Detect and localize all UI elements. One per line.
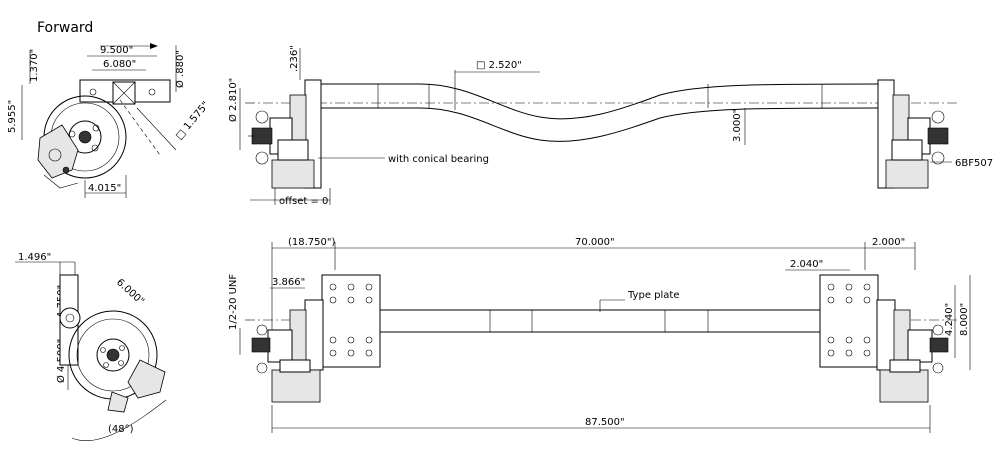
side-view-top: Forward 9.500" 6.080" Ø .880" 1.370" 5.9… bbox=[7, 20, 212, 198]
dim-4240: 4.240" bbox=[944, 303, 955, 336]
dim-2520: □ 2.520" bbox=[476, 60, 522, 71]
dim-87500: 87.500" bbox=[585, 417, 625, 428]
dim-3866: 3.866" bbox=[272, 277, 305, 288]
dim-2040: 2.040" bbox=[790, 259, 823, 270]
typeplate-label: Type plate bbox=[627, 290, 679, 301]
dim-2810: Ø 2.810" bbox=[227, 78, 239, 122]
dim-1370: 1.370" bbox=[29, 49, 40, 82]
dim-2000: 2.000" bbox=[872, 237, 905, 248]
side-view-bottom: 1.496" 4.750" 6.000" Ø 4.500" (48°) bbox=[15, 252, 167, 441]
dim-6000: 6.000" bbox=[114, 277, 146, 307]
forward-label: Forward bbox=[37, 20, 93, 36]
dim-5955: 5.955" bbox=[7, 100, 18, 133]
dim-1496: 1.496" bbox=[18, 252, 51, 263]
front-view-bottom: (18.750") 70.000" 2.000" 2.040" 3.866" 1… bbox=[228, 237, 971, 433]
bearing-label: with conical bearing bbox=[388, 154, 489, 165]
dim-0236: .236" bbox=[289, 45, 300, 72]
dim-3000: 3.000" bbox=[732, 109, 743, 142]
dim-8000: 8.000" bbox=[959, 303, 970, 336]
dim-0880: Ø .880" bbox=[174, 50, 186, 88]
dim-70000: 70.000" bbox=[575, 237, 615, 248]
dim-1575: □ 1.575" bbox=[174, 100, 212, 142]
dim-4015: 4.015" bbox=[88, 183, 121, 194]
dim-18750: (18.750") bbox=[288, 237, 335, 248]
front-view-top: □ 2.520" 3.000" .236" Ø 2.810" offset = … bbox=[227, 45, 993, 207]
thread-label: 1/2-20 UNF bbox=[228, 274, 239, 330]
model-label: 6BF507 bbox=[955, 158, 993, 169]
dim-48: (48°) bbox=[108, 424, 134, 435]
offset-label: offset = 0 bbox=[279, 196, 328, 207]
dim-9500: 9.500" bbox=[100, 45, 133, 56]
dim-6080: 6.080" bbox=[103, 59, 136, 70]
forward-arrow-icon bbox=[150, 43, 158, 49]
